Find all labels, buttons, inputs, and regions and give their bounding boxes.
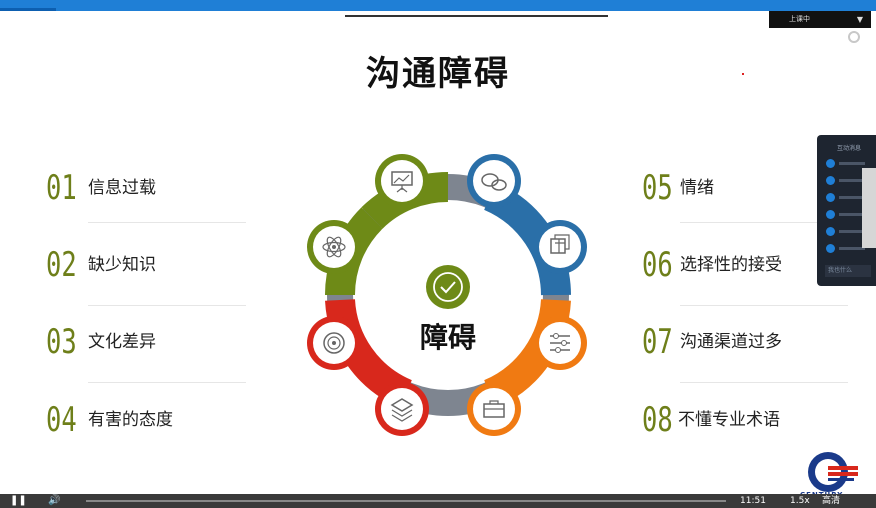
panel-collapse-tab[interactable] bbox=[862, 168, 876, 248]
message-line bbox=[839, 162, 865, 165]
slide-title: 沟通障碍 bbox=[366, 54, 510, 94]
divider bbox=[88, 222, 246, 223]
refresh-icon[interactable] bbox=[848, 31, 860, 43]
panel-title: 互动消息 bbox=[837, 145, 862, 152]
item-number: 03 bbox=[46, 322, 77, 362]
pause-icon[interactable]: ❚❚ bbox=[10, 495, 27, 506]
century-logo bbox=[808, 452, 858, 492]
item-number: 08 bbox=[642, 400, 673, 440]
divider bbox=[680, 305, 848, 306]
item-label: 文化差异 bbox=[88, 332, 156, 352]
chat-bubbles-icon bbox=[467, 154, 521, 208]
item-number: 01 bbox=[46, 168, 77, 208]
message-line bbox=[839, 213, 865, 216]
avatar bbox=[826, 244, 835, 253]
checkmark-icon bbox=[426, 265, 470, 309]
sliders-icon bbox=[533, 316, 587, 370]
item-label: 情绪 bbox=[680, 178, 714, 198]
item-number: 02 bbox=[46, 245, 77, 285]
atom-icon bbox=[307, 220, 361, 274]
item-number: 04 bbox=[46, 400, 77, 440]
current-time: 11:51 bbox=[740, 496, 766, 506]
divider bbox=[88, 305, 246, 306]
presentation-board-icon bbox=[375, 154, 429, 208]
browser-top-bar bbox=[0, 0, 876, 11]
item-label: 沟通渠道过多 bbox=[680, 332, 782, 352]
layers-icon bbox=[375, 382, 429, 436]
item-number: 07 bbox=[642, 322, 673, 362]
active-tab-indicator bbox=[0, 8, 56, 11]
message-line bbox=[839, 196, 865, 199]
item-label: 有害的态度 bbox=[88, 410, 173, 430]
video-player-bar: ❚❚ 🔊 11:51 1.5x 高清 bbox=[0, 494, 876, 508]
avatar bbox=[826, 210, 835, 219]
message-line bbox=[839, 230, 865, 233]
avatar bbox=[826, 176, 835, 185]
message-line bbox=[839, 179, 865, 182]
item-label: 选择性的接受 bbox=[680, 255, 782, 275]
item-label: 不懂专业术语 bbox=[678, 410, 780, 430]
briefcase-icon bbox=[467, 382, 521, 436]
divider bbox=[680, 382, 848, 383]
quality-button[interactable]: 高清 bbox=[822, 496, 841, 506]
volume-icon[interactable]: 🔊 bbox=[48, 495, 61, 506]
item-number: 06 bbox=[642, 245, 673, 285]
avatar bbox=[826, 193, 835, 202]
center-label: 障碍 bbox=[419, 321, 476, 354]
item-label: 信息过载 bbox=[88, 178, 156, 198]
diagram-svg bbox=[307, 154, 587, 436]
divider bbox=[88, 382, 246, 383]
speed-button[interactable]: 1.5x bbox=[790, 496, 810, 506]
class-status-dropdown[interactable]: 上课中 ▼ bbox=[769, 11, 871, 28]
item-label: 缺少知识 bbox=[88, 255, 156, 275]
divider bbox=[680, 222, 848, 223]
message-line bbox=[839, 247, 865, 250]
cube-icon bbox=[533, 220, 587, 274]
chat-input[interactable]: 我也什么 bbox=[825, 265, 871, 277]
avatar bbox=[826, 227, 835, 236]
chevron-down-icon: ▼ bbox=[856, 15, 863, 24]
target-icon bbox=[307, 316, 361, 370]
laser-pointer-dot bbox=[742, 73, 744, 75]
progress-bar[interactable] bbox=[86, 500, 726, 502]
avatar bbox=[826, 159, 835, 168]
dropdown-label: 上课中 bbox=[789, 15, 810, 23]
barrier-diagram: 障碍 bbox=[302, 150, 594, 440]
slide-top-rule bbox=[345, 15, 608, 17]
item-number: 05 bbox=[642, 168, 673, 208]
